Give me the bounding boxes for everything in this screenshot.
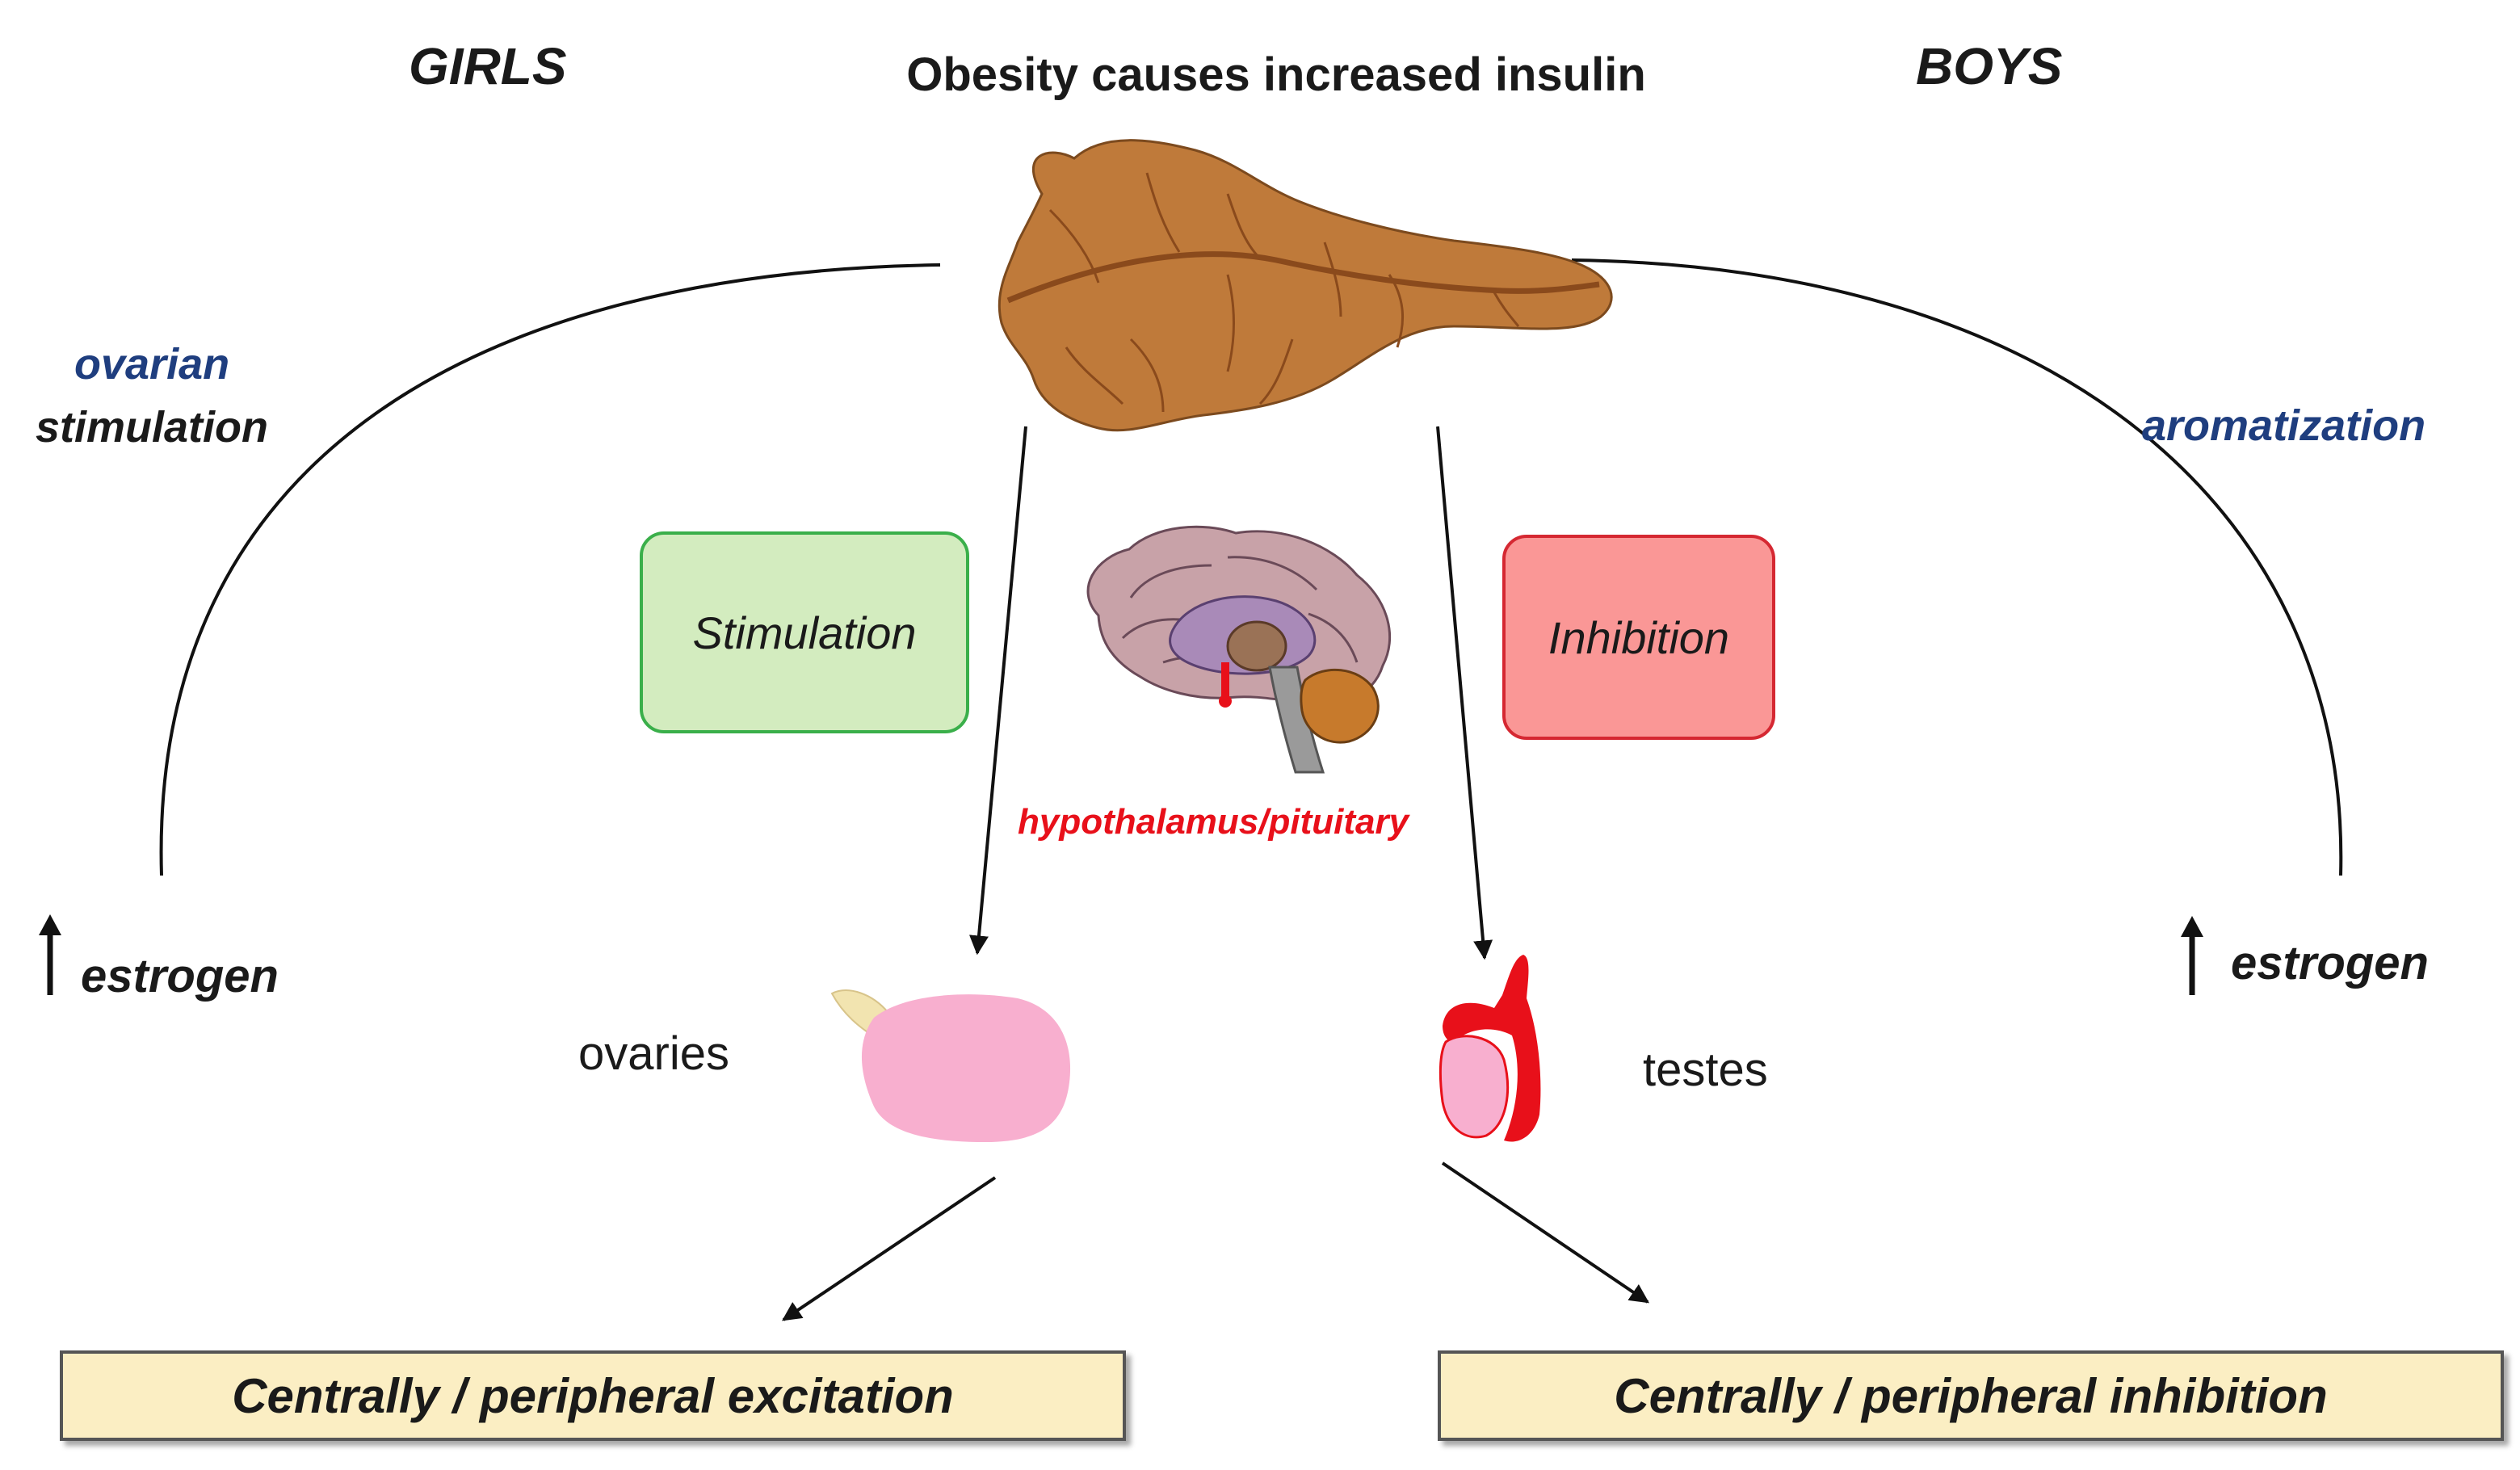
ovarian-label: ovarian xyxy=(74,340,230,388)
inhibition-box-label: Inhibition xyxy=(1548,611,1730,663)
testis-icon xyxy=(1438,955,1541,1142)
girls-feedback-arc xyxy=(159,263,941,876)
boys-feedback-arc xyxy=(1571,258,2343,876)
inhibition-outcome-label: Centrally / peripheral inhibition xyxy=(1614,1368,2328,1423)
stimulation-pathway-label: stimulation xyxy=(36,403,269,452)
boys-header: BOYS xyxy=(1916,37,2063,95)
excitation-outcome-box: Centrally / peripheral excitation xyxy=(60,1350,1126,1441)
stimulation-box: Stimulation xyxy=(640,531,969,733)
inhibition-box: Inhibition xyxy=(1502,535,1775,740)
ovaries-label: ovaries xyxy=(578,1027,729,1080)
page-title: Obesity causes increased insulin xyxy=(906,48,1646,101)
testes-to-inhibition-arrow xyxy=(1441,1161,1649,1304)
pancreas-icon xyxy=(998,139,1613,432)
insulin-to-testes-arrow xyxy=(1436,426,1493,960)
insulin-to-ovaries-arrow xyxy=(969,426,1027,956)
boys-estrogen-label: estrogen xyxy=(2231,937,2429,989)
girls-header: GIRLS xyxy=(409,37,567,95)
inhibition-outcome-box: Centrally / peripheral inhibition xyxy=(1438,1350,2504,1441)
up-arrow-icon xyxy=(39,914,61,995)
up-arrow-icon xyxy=(2181,916,2203,995)
brain-label: hypothalamus/pituitary xyxy=(1018,802,1409,842)
girls-estrogen-label: estrogen xyxy=(81,950,279,1002)
excitation-outcome-label: Centrally / peripheral excitation xyxy=(232,1368,954,1423)
testes-label: testes xyxy=(1643,1044,1768,1096)
aromatization-label: aromatization xyxy=(2142,401,2426,450)
brain-icon xyxy=(1086,525,1392,774)
ovary-icon xyxy=(830,989,1071,1142)
stimulation-box-label: Stimulation xyxy=(692,607,917,658)
ovaries-to-excitation-arrow xyxy=(782,1176,997,1321)
